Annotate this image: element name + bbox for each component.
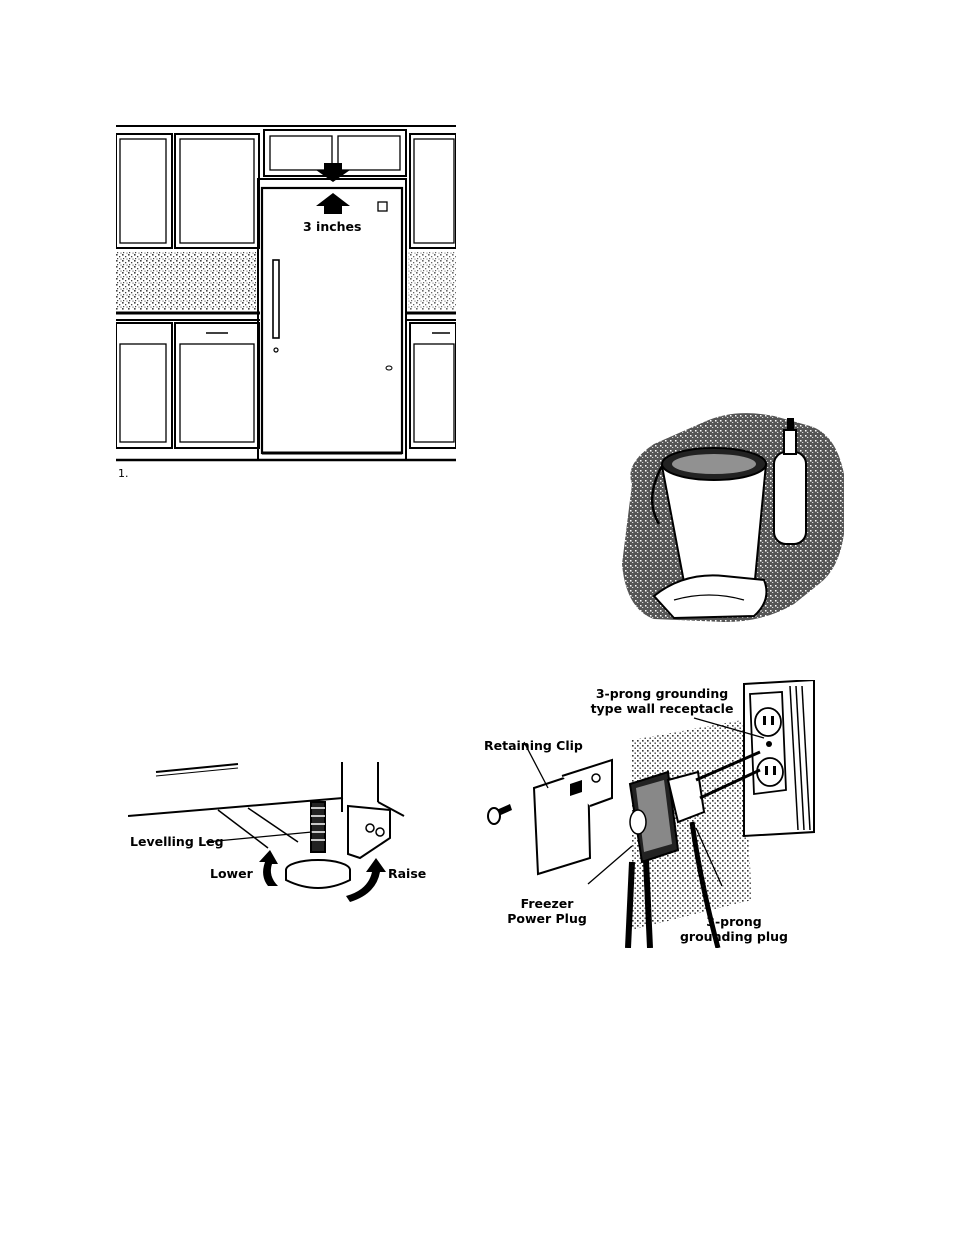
up-arrow-icon: [316, 193, 350, 214]
grounding-plug-label-line1: 3-prong: [674, 914, 794, 929]
grounding-plug-label: 3-prong grounding plug: [674, 914, 794, 944]
power-plug-label-line2: Power Plug: [502, 911, 592, 926]
receptacle-label-line1: 3-prong grounding: [572, 686, 752, 701]
power-plug-label-line1: Freezer: [502, 896, 592, 911]
raise-label: Raise: [388, 866, 426, 881]
levelling-leg-label: Levelling Leg: [130, 834, 224, 849]
bucket-soap-rag-icon: [614, 404, 846, 626]
levelling-leg-figure: Levelling Leg Lower Raise: [128, 758, 428, 908]
receptacle-label-line2: type wall receptacle: [572, 701, 752, 716]
retaining-clip-label: Retaining Clip: [484, 738, 583, 753]
figure-number: 1.: [118, 466, 129, 481]
raise-arrow-icon: [346, 858, 386, 902]
lower-label: Lower: [210, 866, 253, 881]
power-plug-figure: 3-prong grounding type wall receptacle R…: [482, 680, 822, 948]
lower-arrow-icon: [259, 850, 278, 886]
receptacle-label: 3-prong grounding type wall receptacle: [572, 686, 752, 716]
power-plug-label: Freezer Power Plug: [502, 896, 592, 926]
cabinet-installation-figure: 3 inches 1.: [116, 122, 456, 467]
clearance-label: 3 inches: [303, 219, 361, 234]
grounding-plug-label-line2: grounding plug: [674, 929, 794, 944]
